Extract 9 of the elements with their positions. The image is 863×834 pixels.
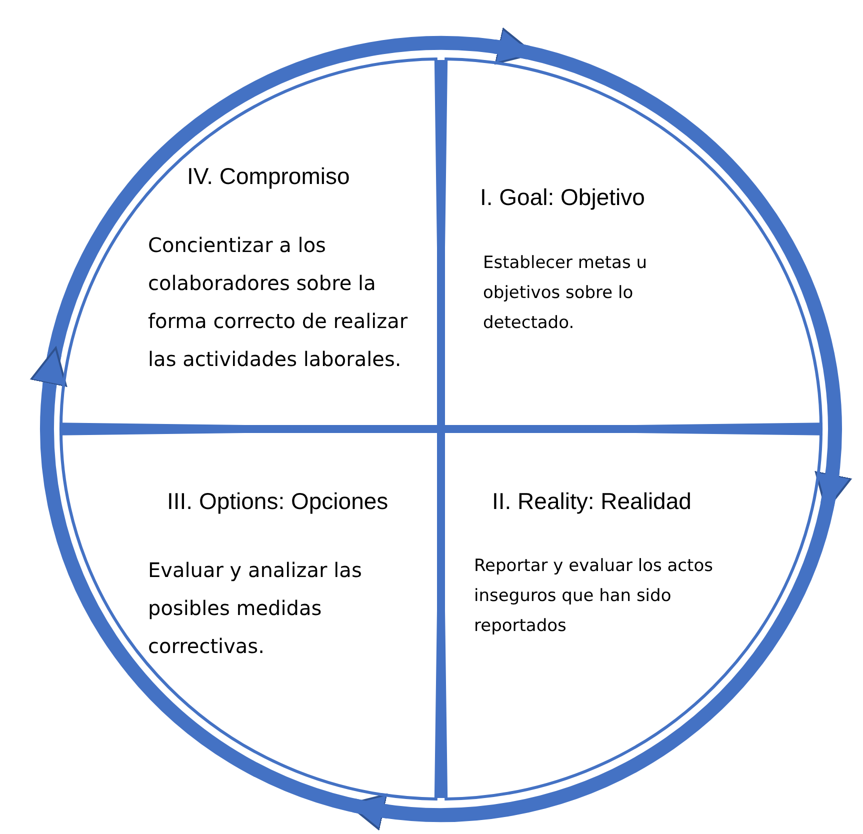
quadrant-description: Reportar y evaluar los actos inseguros que han sido reportados (474, 555, 714, 638)
quadrant-heading: IV. Compromiso (187, 162, 350, 191)
quadrant-description: Establecer metas u objetivos sobre lo detectado. (483, 252, 648, 335)
quadrant-heading: III. Options: Opciones (167, 487, 388, 516)
quadrant-description: Concientizar a los colaboradores sobre la forma correcto de realizar las actividades laborales. (148, 232, 409, 373)
quadrant-heading: I. Goal: Objetivo (480, 183, 645, 212)
quadrant-description: Evaluar y analizar las posibles medidas correctivas. (148, 557, 363, 660)
curved-arrow (32, 346, 390, 818)
quadrant-heading: II. Reality: Realidad (492, 487, 692, 516)
